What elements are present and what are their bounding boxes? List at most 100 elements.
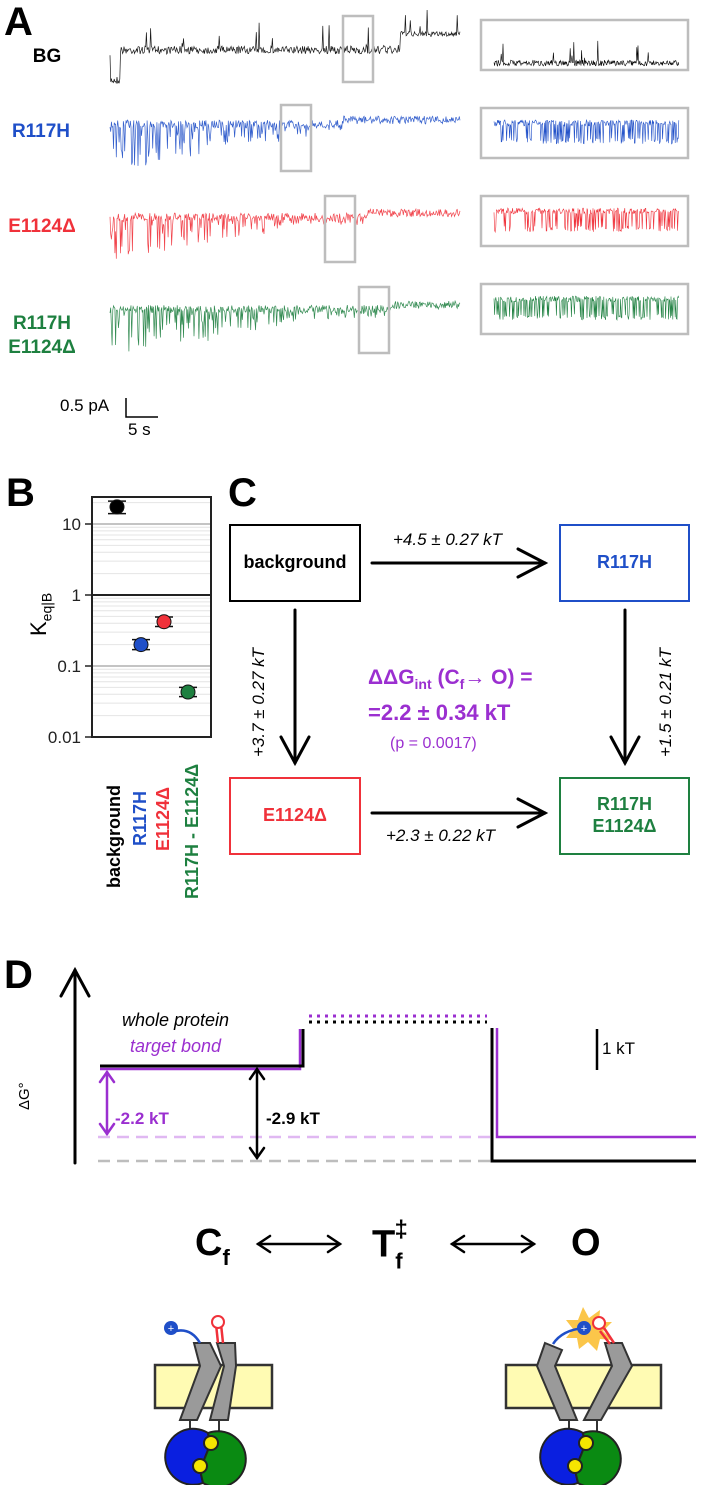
state-cf-main: C xyxy=(195,1222,223,1264)
trace-1 xyxy=(109,103,690,173)
target-bond-open-level xyxy=(495,1028,696,1139)
ddg-state-c: (C xyxy=(431,666,460,689)
data-marker xyxy=(133,637,149,653)
whole-protein-delta-label: -2.9 kT xyxy=(266,1109,320,1128)
data-point-1 xyxy=(132,637,150,653)
trace-label-text: E1124Δ xyxy=(8,336,76,358)
data-point-0 xyxy=(108,499,126,515)
inset-trace-line xyxy=(493,119,680,145)
trace-label-text: R117H xyxy=(11,121,71,142)
data-marker xyxy=(180,684,196,700)
trace-2 xyxy=(109,194,690,264)
trace-label-text: BG xyxy=(32,46,62,67)
helix-icon xyxy=(582,1342,634,1421)
positive-charge-icon xyxy=(577,1321,591,1335)
y-tick-label: 0.1 xyxy=(57,657,81,676)
state-tf-main: T xyxy=(372,1223,396,1266)
svg-text:+: + xyxy=(168,1323,174,1335)
trace-3 xyxy=(109,282,690,355)
closed-channel-cartoon: + xyxy=(153,1315,274,1485)
arrowhead-up-icon xyxy=(98,1069,116,1084)
inset-trace-line xyxy=(493,295,680,321)
data-marker xyxy=(156,614,172,630)
atp-icon xyxy=(578,1435,594,1451)
arrowhead-top xyxy=(516,547,549,579)
zoom-inset-box xyxy=(479,18,690,72)
positive-charge-icon xyxy=(164,1321,178,1335)
box-r117h-label: R117H xyxy=(596,552,653,573)
transition-arrow-icon: → xyxy=(464,666,486,689)
interaction-pvalue: (p = 0.0017) xyxy=(390,735,477,752)
trace-0 xyxy=(109,9,690,84)
whole-protein-closed-level xyxy=(100,1029,305,1068)
legend-whole-protein: whole protein xyxy=(122,1010,230,1030)
arrowhead-up-icon xyxy=(248,1066,266,1081)
y-axis-arrowhead-icon xyxy=(59,966,91,998)
arrowhead-down-icon xyxy=(98,1122,116,1137)
current-traces xyxy=(109,9,690,418)
negative-charge-icon xyxy=(592,1316,606,1330)
box-double-label: E1124Δ xyxy=(592,816,657,836)
state-tf-sup: ‡ xyxy=(394,1216,408,1243)
whole-protein-open-level xyxy=(490,1028,696,1163)
zoom-region-box xyxy=(341,14,375,84)
state-cf: Cf xyxy=(195,1222,230,1271)
arrow-bottom-label: +2.3 ± 0.22 kT xyxy=(386,826,496,845)
panel-b-letter: B xyxy=(6,471,35,515)
inset-trace-line xyxy=(493,40,680,67)
box-double: R117H E1124Δ xyxy=(559,777,690,855)
open-channel-cartoon: + xyxy=(504,1307,663,1485)
state-tf: Tf‡ xyxy=(372,1216,416,1275)
zoom-region-box xyxy=(279,103,313,173)
plot-frame xyxy=(91,496,212,738)
ddg-subscript: int xyxy=(414,676,432,693)
atp-icon xyxy=(203,1435,219,1451)
trace-label-bg: BG xyxy=(22,45,72,69)
interaction-energy-line2: =2.2 ± 0.34 kT xyxy=(368,700,511,725)
interaction-energy-line1: ΔΔGint (Cf→ O) = xyxy=(368,666,533,692)
helix-icon xyxy=(208,1342,238,1421)
trace-line xyxy=(109,9,461,84)
target-bond-closed-level xyxy=(100,1029,302,1071)
data-point-3 xyxy=(179,684,197,700)
legend-target-bond: target bond xyxy=(130,1036,222,1056)
scale-bar xyxy=(125,398,158,418)
box-e1124: E1124Δ xyxy=(229,777,361,855)
scalebar-current-label: 0.5 pA xyxy=(60,396,110,415)
trace-label-text: E1124Δ xyxy=(8,216,76,237)
arrow-top-label: +4.5 ± 0.27 kT xyxy=(393,530,503,549)
svg-text:+: + xyxy=(581,1323,587,1335)
panel-a-letter: A xyxy=(4,0,33,44)
trace-line xyxy=(109,299,461,352)
scale-bar-label: 1 kT xyxy=(602,1039,636,1058)
trace-label-r117h: R117H xyxy=(6,120,76,144)
cycle-arrows xyxy=(279,547,641,829)
panel-c-letter: C xyxy=(228,471,257,515)
arrowhead-left xyxy=(279,735,311,767)
ddg-state-o: O) = xyxy=(485,666,533,689)
arrowhead-right xyxy=(609,735,641,767)
zoom-inset-box xyxy=(479,194,690,248)
scalebar-time-label: 5 s xyxy=(128,420,151,439)
atp-icon xyxy=(567,1458,583,1474)
arrowhead-bottom xyxy=(516,797,549,829)
box-e1124-label: E1124Δ xyxy=(263,805,327,826)
trace-line xyxy=(109,115,461,166)
box-background-label: background xyxy=(243,552,347,573)
helix-icon xyxy=(178,1342,223,1421)
trace-label-e1124: E1124Δ xyxy=(4,215,80,239)
arrowhead-down-icon xyxy=(248,1146,266,1161)
y-tick-label: 10 xyxy=(62,515,81,534)
trace-label-text: R117H xyxy=(12,313,72,334)
ddg-state-c-sub: f xyxy=(459,676,465,693)
box-background: background xyxy=(229,524,361,602)
negative-charge-icon xyxy=(211,1315,225,1329)
zoom-region-box xyxy=(323,194,357,264)
panel-d-letter: D xyxy=(4,953,33,997)
membrane-icon xyxy=(504,1363,663,1410)
box-double-label: R117H xyxy=(596,794,653,815)
box-r117h: R117H xyxy=(559,524,690,602)
